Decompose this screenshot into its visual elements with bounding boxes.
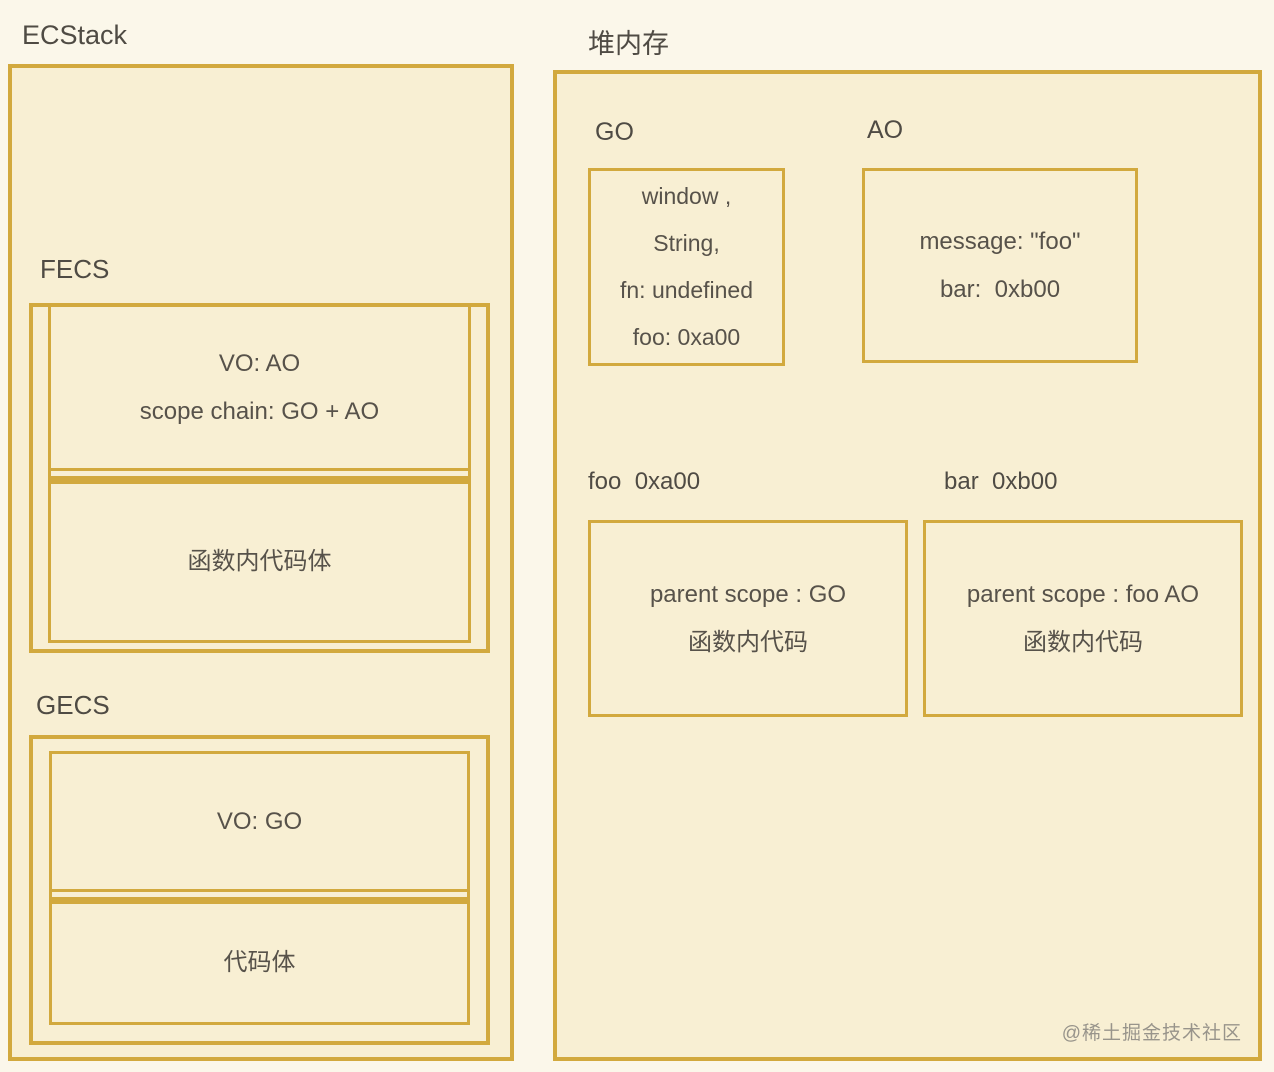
juejin-watermark: @稀土掘金技术社区	[1061, 1023, 1242, 1044]
heap-title: 堆内存	[588, 29, 669, 59]
ao-label: AO	[867, 116, 904, 144]
gecs-divider-bar	[52, 897, 467, 904]
gecs-frame: VO: GO 代码体	[29, 735, 490, 1045]
go-line-string: String,	[653, 230, 720, 256]
bar-ref-label: bar 0xb00	[944, 468, 1058, 495]
go-line-foo: foo: 0xa00	[632, 324, 741, 350]
fecs-frame: VO: AO scope chain: GO + AO 函数内代码体	[29, 303, 490, 653]
bar-code-line: 函数内代码	[1023, 628, 1143, 656]
bar-parent-scope-line: parent scope : foo AO	[966, 580, 1200, 608]
bar-fn-box: parent scope : foo AO 函数内代码	[923, 520, 1243, 717]
foo-ref-label: foo 0xa00	[588, 468, 701, 495]
go-box: window , String, fn: undefined foo: 0xa0…	[588, 168, 785, 366]
fecs-scope-chain-line: scope chain: GO + AO	[139, 397, 380, 425]
foo-parent-scope-line: parent scope : GO	[649, 580, 847, 608]
ao-box: message: "foo" bar: 0xb00	[862, 168, 1138, 363]
gecs-vo-line: VO: GO	[216, 807, 303, 835]
foo-code-line: 函数内代码	[688, 628, 808, 656]
fecs-code-cell: 函数内代码体	[51, 484, 468, 640]
gecs-code-cell: 代码体	[52, 904, 467, 1022]
gecs-inner-box: VO: GO 代码体	[49, 751, 470, 1025]
ao-line-bar: bar: 0xb00	[939, 275, 1061, 303]
heap-box: GO window , String, fn: undefined foo: 0…	[553, 70, 1262, 1061]
fecs-label: FECS	[40, 254, 110, 284]
gecs-code-line: 代码体	[223, 949, 296, 976]
fecs-code-line: 函数内代码体	[187, 548, 332, 575]
fecs-vo-line: VO: AO	[218, 349, 301, 377]
foo-fn-box: parent scope : GO 函数内代码	[588, 520, 908, 717]
ecstack-box: FECS VO: AO scope chain: GO + AO 函数内代码体 …	[8, 64, 514, 1061]
fecs-divider-bar	[51, 476, 468, 484]
fecs-vo-cell: VO: AO scope chain: GO + AO	[51, 307, 468, 471]
go-line-fn: fn: undefined	[619, 277, 753, 303]
gecs-vo-cell: VO: GO	[52, 754, 467, 892]
go-line-window: window ,	[641, 183, 732, 209]
gecs-label: GECS	[36, 690, 110, 720]
ecstack-title: ECStack	[22, 20, 128, 50]
fecs-inner-box: VO: AO scope chain: GO + AO 函数内代码体	[48, 307, 471, 643]
ao-line-message: message: "foo"	[919, 227, 1081, 255]
go-label: GO	[595, 118, 634, 146]
